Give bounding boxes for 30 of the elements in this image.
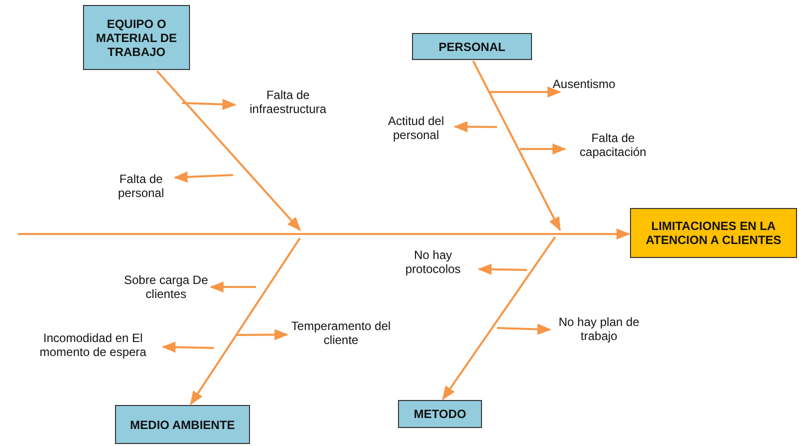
cause-label: Falta de infraestructura [236, 88, 340, 116]
cause-label: Actitud del personal [378, 114, 454, 142]
arrow [490, 86, 562, 98]
cause-label: No hay protocolos [388, 248, 478, 276]
category-box: EQUIPO O MATERIAL DE TRABAJO [83, 5, 190, 70]
arrow [190, 237, 301, 406]
arrow [162, 342, 214, 353]
arrow [156, 70, 301, 232]
category-box: PERSONAL [412, 33, 532, 60]
cause-label: Sobre carga De clientes [122, 273, 210, 301]
cause-label: Falta de capacitación [566, 131, 660, 159]
spine-arrow [18, 228, 630, 240]
arrow [472, 60, 561, 232]
cause-label: No hay plan de trabajo [551, 315, 647, 343]
cause-label: Ausentismo [541, 77, 627, 91]
cause-label: Temperamento del cliente [288, 319, 394, 347]
cause-label: Incomodidad en El momento de espera [24, 331, 162, 359]
effect-box: LIMITACIONES EN LA ATENCION A CLIENTES [630, 208, 797, 258]
arrow [442, 236, 556, 400]
category-box: MEDIO AMBIENTE [115, 405, 250, 444]
arrow [520, 143, 566, 155]
arrow [182, 98, 236, 110]
arrow [496, 324, 552, 335]
arrow [174, 171, 234, 183]
arrow [478, 264, 528, 275]
arrow [454, 121, 497, 132]
cause-label: Falta de personal [108, 172, 174, 200]
arrow [210, 281, 256, 293]
category-box: METODO [398, 400, 482, 428]
arrow [237, 329, 288, 340]
